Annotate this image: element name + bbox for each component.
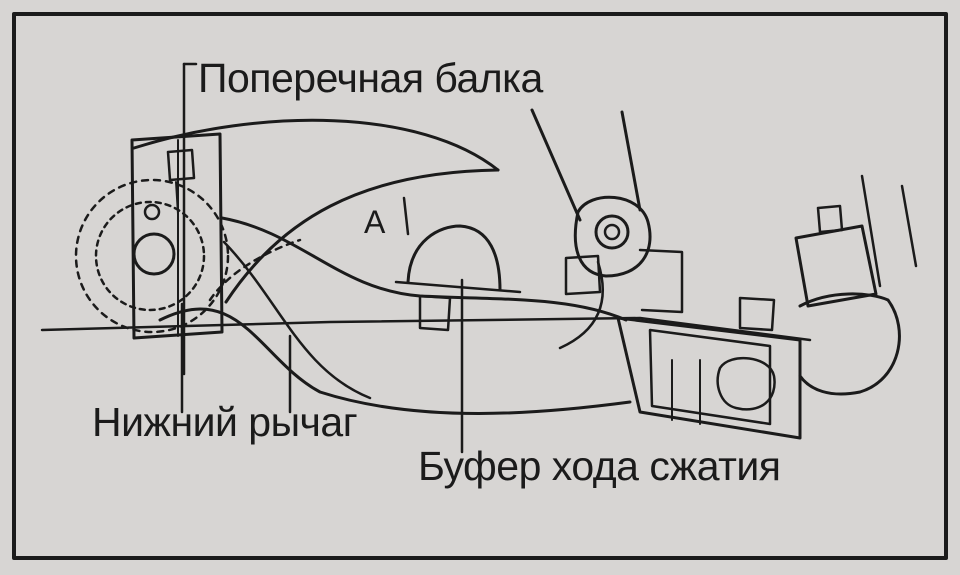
dust-boot [798, 292, 901, 396]
reference-line [40, 316, 812, 342]
hub-housing [616, 316, 802, 440]
bump-stop-nut [418, 294, 452, 332]
bracket-bolt [166, 148, 196, 182]
hub-inner-box [648, 328, 772, 426]
bushing-hole [132, 232, 176, 276]
shock-body-left [530, 108, 582, 222]
bushing-outline [74, 178, 230, 334]
bracket-hole [143, 203, 161, 221]
bump-stop-dome [406, 224, 502, 292]
lower-arm-dashed [208, 238, 302, 302]
bushing-ring [94, 200, 206, 312]
bump-stop-label: Буфер хода сжатия [418, 443, 781, 489]
lower-arm-label: Нижний рычаг [92, 399, 358, 445]
shock-eye-outer [573, 195, 652, 278]
cross-beam-label: Поперечная балка [198, 55, 543, 101]
hub-bolt-top [738, 296, 776, 332]
right-frame-line [860, 174, 918, 288]
hub-flange [716, 356, 776, 411]
outer-border [12, 12, 948, 560]
shock-rod [558, 260, 604, 350]
cross-beam-upper [132, 118, 500, 172]
clearance-a-label: A [364, 204, 385, 240]
mount-bracket [130, 132, 224, 340]
shock-eye-inner [594, 214, 630, 250]
lower-arm-bottom [158, 307, 632, 415]
shock-clamp [564, 254, 602, 296]
shock-body-right [620, 110, 642, 212]
knuckle-top [816, 204, 844, 234]
bump-stop-base [394, 280, 522, 294]
lower-arm-twist [222, 240, 372, 400]
clearance-a-arrow [402, 196, 410, 236]
shock-bracket [638, 248, 684, 314]
